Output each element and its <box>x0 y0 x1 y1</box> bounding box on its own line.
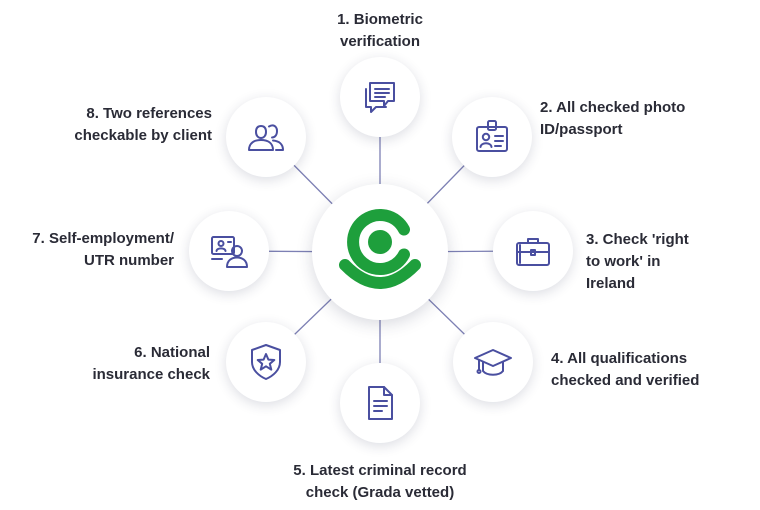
node-photo-id <box>452 97 532 177</box>
document-icon <box>368 386 393 420</box>
label-biometric: 1. Biometric verification <box>337 11 423 50</box>
node-criminal-record <box>340 363 420 443</box>
label-right-to-work: 3. Check 'right to work' in Ireland <box>586 231 689 292</box>
two-users-icon <box>248 124 284 151</box>
brand-logo <box>339 209 421 289</box>
node-right-to-work <box>493 211 573 291</box>
graduation-cap-icon <box>474 349 512 376</box>
label-national-insurance: 6. National insurance check <box>92 344 210 383</box>
id-badge-icon <box>476 120 508 152</box>
node-qualifications <box>453 322 533 402</box>
chat-bubbles-icon <box>365 82 395 113</box>
center-hub <box>312 184 448 320</box>
node-references <box>226 97 306 177</box>
node-self-employment <box>189 211 269 291</box>
label-qualifications: 4. All qualifications checked and verifi… <box>551 350 700 389</box>
label-references: 8. Two references checkable by client <box>74 105 212 144</box>
id-card-person-icon <box>211 236 248 268</box>
node-biometric <box>340 57 420 137</box>
label-criminal-record: 5. Latest criminal record check (Grada v… <box>293 462 467 501</box>
briefcase-icon <box>516 238 550 266</box>
label-photo-id: 2. All checked photo ID/passport <box>540 99 686 138</box>
label-self-employment: 7. Self-employment/ UTR number <box>32 230 174 269</box>
node-national-insurance <box>226 322 306 402</box>
shield-star-icon <box>251 344 281 380</box>
